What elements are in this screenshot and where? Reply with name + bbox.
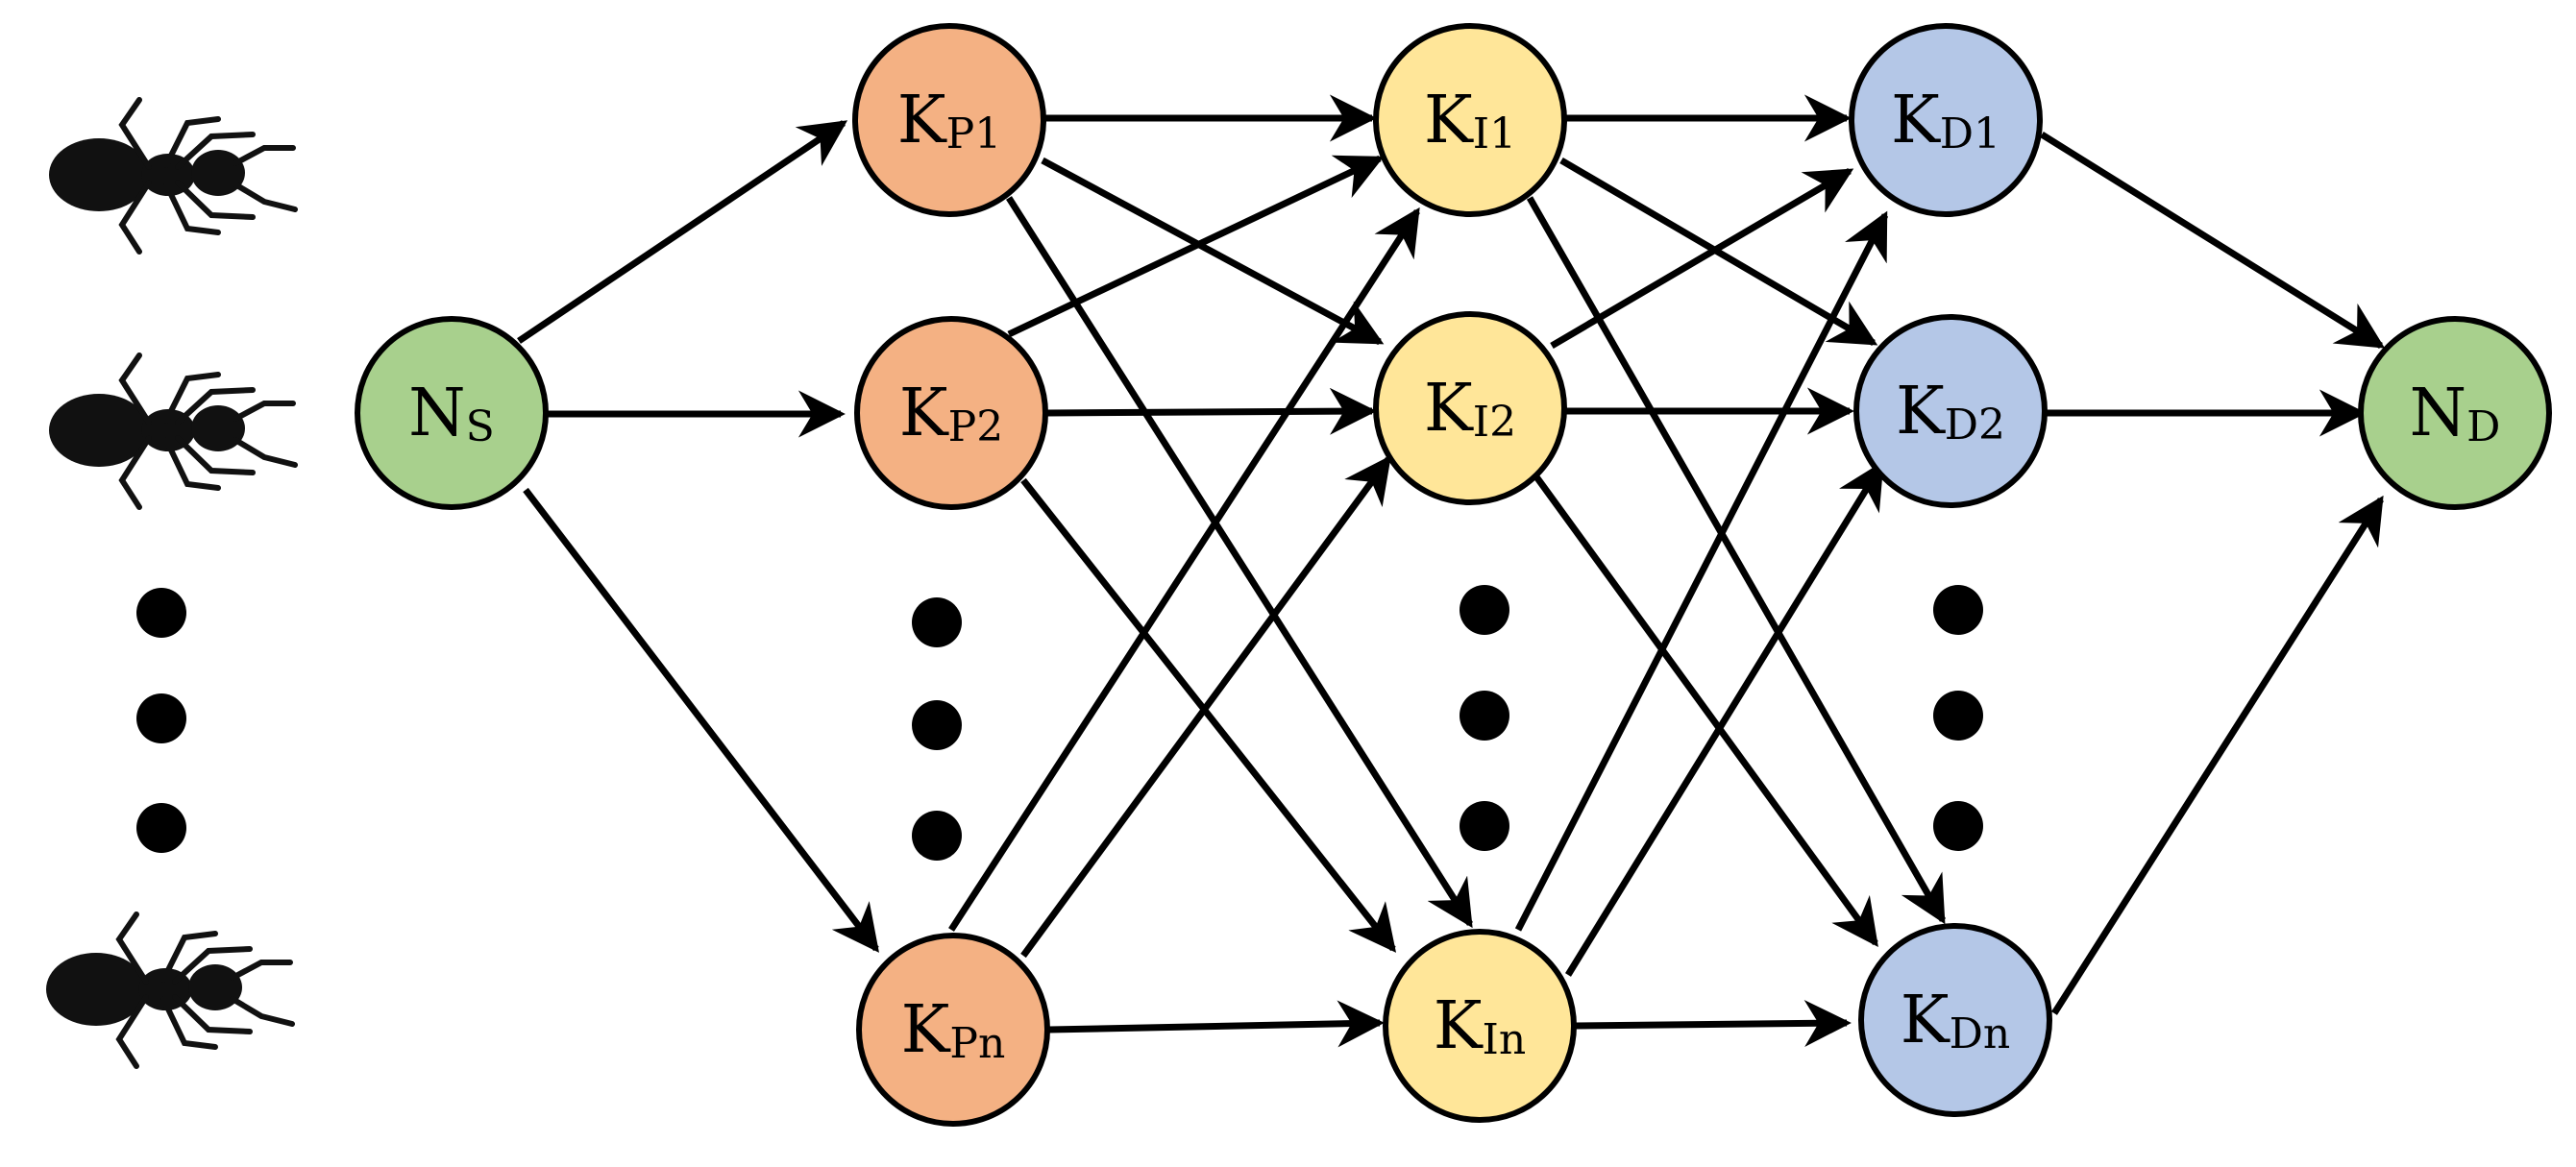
node-kdn-main: K: [1901, 983, 1950, 1058]
node-ns-sub: S: [466, 402, 495, 451]
node-kpn-circle: [856, 933, 1050, 1127]
ellipsis-dot: [1460, 801, 1509, 851]
node-ki1-main: K: [1424, 83, 1474, 158]
edge-kdn-nd: [2051, 495, 2384, 1015]
edge-kp2-ki1: [1007, 155, 1385, 338]
ant-icon: [49, 100, 295, 252]
node-kp1: KP1: [852, 23, 1046, 217]
node-ki2: KI2: [1373, 311, 1567, 505]
node-kd1-sub: D1: [1940, 109, 2000, 158]
edge-ns-kpn: [523, 487, 879, 953]
node-nd: ND: [2358, 316, 2552, 510]
node-kpn: KPn: [856, 933, 1050, 1127]
ellipsis-dot: [912, 597, 962, 647]
node-kd1-main: K: [1891, 83, 1941, 158]
edge-kp2-ki2: [1046, 387, 1377, 435]
edge-kd1-nd: [2040, 132, 2386, 349]
svg-text:ND: ND: [2410, 376, 2501, 451]
node-kd2: KD2: [1853, 314, 2048, 508]
svg-text:NS: NS: [408, 376, 495, 451]
ellipsis-dot: [136, 803, 186, 853]
node-ki1-circle: [1373, 23, 1567, 217]
node-ki2-main: K: [1424, 371, 1474, 447]
edge-kpn-kin: [1048, 1000, 1385, 1048]
edge-ns-kp1: [517, 120, 848, 344]
node-kpn-sub: Pn: [949, 1019, 1005, 1068]
ants: [46, 100, 295, 1066]
edge-kpn-ki2: [1020, 455, 1391, 959]
ellipsis-dot: [1933, 691, 1983, 741]
node-ns-main: N: [408, 376, 466, 451]
node-kp2: KP2: [854, 316, 1048, 510]
node-ki2-sub: I2: [1473, 398, 1516, 447]
svg-text:KDn: KDn: [1901, 983, 2010, 1058]
node-kin-main: K: [1434, 988, 1484, 1064]
svg-text:KD2: KD2: [1896, 374, 2005, 450]
node-ki2-circle: [1373, 311, 1567, 505]
edge-kp1-kin: [1006, 196, 1473, 929]
edge-kin-kdn: [1575, 999, 1852, 1047]
node-ns-circle: [355, 316, 549, 510]
edge-kin-kd2: [1565, 460, 1884, 977]
node-nd-sub: D: [2466, 402, 2500, 451]
edge-kin-kd1: [1514, 210, 1889, 932]
node-kd1-circle: [1849, 23, 2043, 217]
node-kd2-sub: D2: [1945, 401, 2005, 450]
edges: [517, 94, 2386, 1048]
edge-kp1-ki2: [1041, 157, 1385, 346]
svg-text:KPn: KPn: [901, 992, 1006, 1068]
edge-ki2-kd1: [1550, 167, 1854, 350]
node-kd2-circle: [1853, 314, 2048, 508]
ellipsis-dot: [912, 811, 962, 861]
ant-icon: [46, 914, 292, 1066]
node-ki1-sub: I1: [1473, 109, 1516, 158]
svg-text:KP1: KP1: [897, 83, 1001, 158]
ellipsis-dot: [1933, 585, 1983, 635]
ant-icon: [49, 355, 295, 507]
svg-text:KP2: KP2: [899, 376, 1003, 451]
node-kin-sub: In: [1483, 1015, 1527, 1064]
svg-text:KIn: KIn: [1434, 988, 1527, 1064]
node-kpn-main: K: [901, 992, 951, 1068]
node-kdn: KDn: [1858, 923, 2052, 1117]
ellipsis-dot: [1933, 801, 1983, 851]
node-nd-circle: [2358, 316, 2552, 510]
svg-text:KI2: KI2: [1424, 371, 1516, 447]
ellipsis-dots: [136, 585, 1983, 861]
node-kin: KIn: [1383, 929, 1577, 1123]
node-kp1-circle: [852, 23, 1046, 217]
ellipsis-dot: [1460, 585, 1509, 635]
node-kd1: KD1: [1849, 23, 2043, 217]
ellipsis-dot: [1460, 691, 1509, 741]
node-kp1-sub: P1: [946, 109, 1002, 158]
ellipsis-dot: [136, 588, 186, 638]
svg-text:KD1: KD1: [1891, 83, 2000, 158]
node-kp1-main: K: [897, 83, 947, 158]
node-kp2-sub: P2: [948, 402, 1004, 451]
node-ns: NS: [355, 316, 549, 510]
edge-kp2-kin: [1020, 477, 1397, 953]
node-nd-main: N: [2410, 376, 2467, 451]
node-kin-circle: [1383, 929, 1577, 1123]
edge-ki1-kdn: [1526, 196, 1947, 925]
node-ki1: KI1: [1373, 23, 1567, 217]
node-kd2-main: K: [1896, 374, 1946, 450]
node-kdn-sub: Dn: [1950, 1009, 2011, 1058]
edge-ki2-kdn: [1533, 473, 1878, 947]
node-kp2-circle: [854, 316, 1048, 510]
svg-text:KI1: KI1: [1424, 83, 1516, 158]
nodes: NS KP1 KP2 KPn KI1: [355, 23, 2552, 1127]
ellipsis-dot: [912, 700, 962, 750]
node-kdn-circle: [1858, 923, 2052, 1117]
edge-kpn-ki1: [948, 207, 1420, 932]
node-kp2-main: K: [899, 376, 949, 451]
ellipsis-dot: [136, 693, 186, 743]
